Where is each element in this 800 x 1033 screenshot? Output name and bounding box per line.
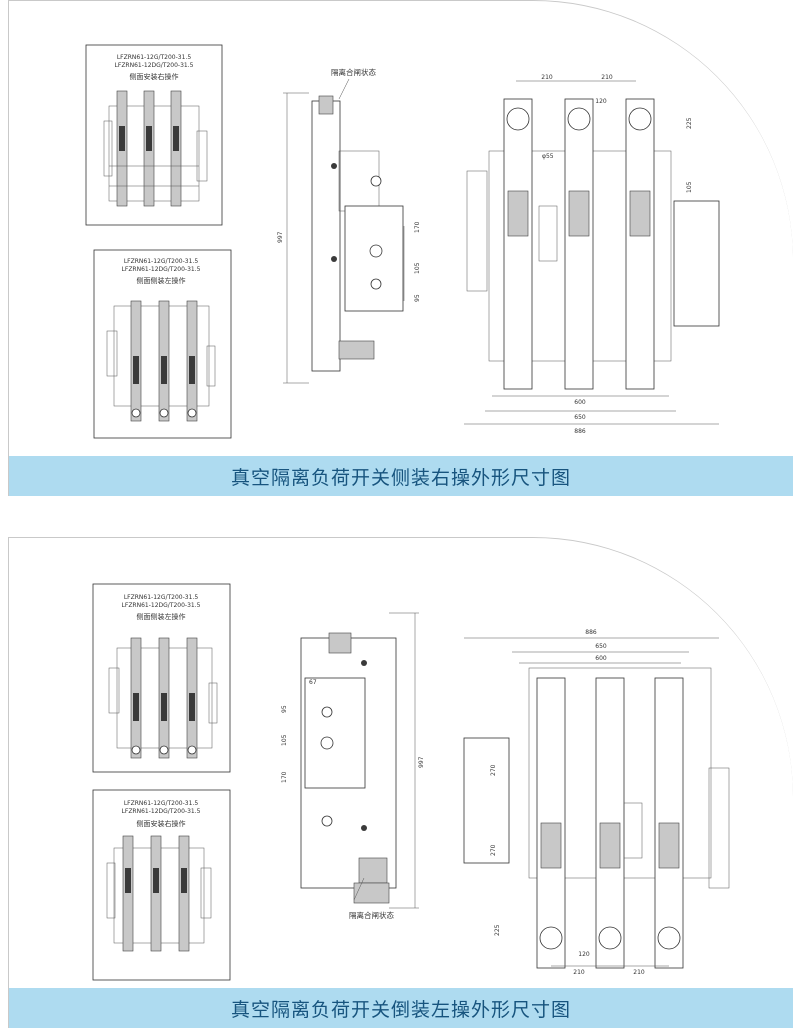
- bottom-dim-600: 600: [595, 655, 607, 662]
- bottom-drawing: LFZRN61-12G/T200-31.5 LFZRN61-12DG/T200-…: [92, 583, 730, 981]
- top-dim-225: 225: [686, 117, 693, 129]
- top-thumb-1-switch: [103, 90, 208, 207]
- bottom-dim-210a: 210: [573, 969, 585, 976]
- top-dim-886: 886: [574, 428, 586, 435]
- top-thumb-2-line1: LFZRN61-12G/T200-31.5: [124, 258, 198, 265]
- top-dim-170: 170: [414, 221, 421, 233]
- top-thumb-2-line2: LFZRN61-12DG/T200-31.5: [122, 266, 201, 273]
- bottom-dim-997: 997: [418, 756, 425, 768]
- bottom-thumb-1: LFZRN61-12G/T200-31.5 LFZRN61-12DG/T200-…: [92, 583, 231, 773]
- top-dim-650: 650: [574, 414, 586, 421]
- bottom-thumb-2-mode: 侧面安装右操作: [137, 819, 186, 828]
- top-title-banner: 真空隔离负荷开关侧装右操外形尺寸图: [9, 456, 793, 496]
- bottom-dim-270b: 270: [490, 844, 497, 856]
- top-front-view: 210 210 120 225 φ55 105 220 220 600 650 …: [464, 74, 720, 435]
- top-dim-105: 105: [686, 181, 693, 193]
- bottom-thumb-1-line2: LFZRN61-12DG/T200-31.5: [122, 602, 201, 609]
- bottom-thumb-2-line1: LFZRN61-12G/T200-31.5: [124, 800, 198, 807]
- top-thumb-1-line1: LFZRN61-12G/T200-31.5: [117, 54, 191, 61]
- top-dim-210b: 210: [601, 74, 613, 81]
- bottom-title-banner: 真空隔离负荷开关倒装左操外形尺寸图: [9, 988, 793, 1028]
- bottom-dim-886: 886: [585, 629, 597, 636]
- bottom-thumb-1-mode: 侧面侧装左操作: [137, 612, 186, 621]
- bottom-thumb-1-switch: [108, 637, 218, 759]
- bottom-dim-170: 170: [281, 771, 288, 783]
- top-thumb-1: LFZRN61-12G/T200-31.5 LFZRN61-12DG/T200-…: [85, 44, 223, 226]
- bottom-dim-105: 105: [281, 734, 288, 746]
- bottom-dim-270a: 270: [490, 764, 497, 776]
- top-thumb-1-line2: LFZRN61-12DG/T200-31.5: [115, 62, 194, 69]
- top-dim-997: 997: [277, 231, 284, 243]
- top-thumb-2: LFZRN61-12G/T200-31.5 LFZRN61-12DG/T200-…: [93, 249, 232, 439]
- top-thumb-2-mode: 侧面侧装左操作: [137, 276, 186, 285]
- bottom-dim-650: 650: [595, 643, 607, 650]
- top-dim-120: 120: [595, 98, 607, 105]
- bottom-dim-67: 67: [309, 679, 317, 686]
- bottom-thumb-2: LFZRN61-12G/T200-31.5 LFZRN61-12DG/T200-…: [92, 789, 231, 981]
- top-side-label: 隔离合闸状态: [331, 67, 376, 77]
- bottom-front-view: 886 650 600 270 270 225 120 210 210: [463, 629, 730, 976]
- top-drawing: LFZRN61-12G/T200-31.5 LFZRN61-12DG/T200-…: [85, 44, 720, 439]
- bottom-dim-120: 120: [578, 951, 590, 958]
- bottom-panel: LFZRN61-12G/T200-31.5 LFZRN61-12DG/T200-…: [8, 537, 793, 1028]
- top-dim-55: φ55: [542, 153, 554, 160]
- top-panel: LFZRN61-12G/T200-31.5 LFZRN61-12DG/T200-…: [8, 0, 793, 496]
- bottom-thumb-2-switch: [106, 835, 212, 952]
- top-dim-105b: 105: [414, 262, 421, 274]
- bottom-thumb-2-line2: LFZRN61-12DG/T200-31.5: [122, 808, 201, 815]
- bottom-dim-95: 95: [281, 705, 288, 713]
- bottom-thumb-1-line1: LFZRN61-12G/T200-31.5: [124, 594, 198, 601]
- top-thumb-2-switch: [106, 300, 216, 422]
- bottom-side-label: 隔离合闸状态: [349, 910, 394, 920]
- top-dim-95: 95: [414, 294, 421, 302]
- bottom-side-view: 67 95 105 170 997 隔离合闸状态: [281, 612, 425, 920]
- bottom-dim-225: 225: [494, 924, 501, 936]
- top-side-view: 隔离合闸状态 997 170 105 95: [277, 67, 421, 384]
- top-thumb-1-mode: 侧面安装右操作: [130, 72, 179, 81]
- top-dim-210a: 210: [541, 74, 553, 81]
- bottom-dim-210b: 210: [633, 969, 645, 976]
- top-dim-600: 600: [574, 399, 586, 406]
